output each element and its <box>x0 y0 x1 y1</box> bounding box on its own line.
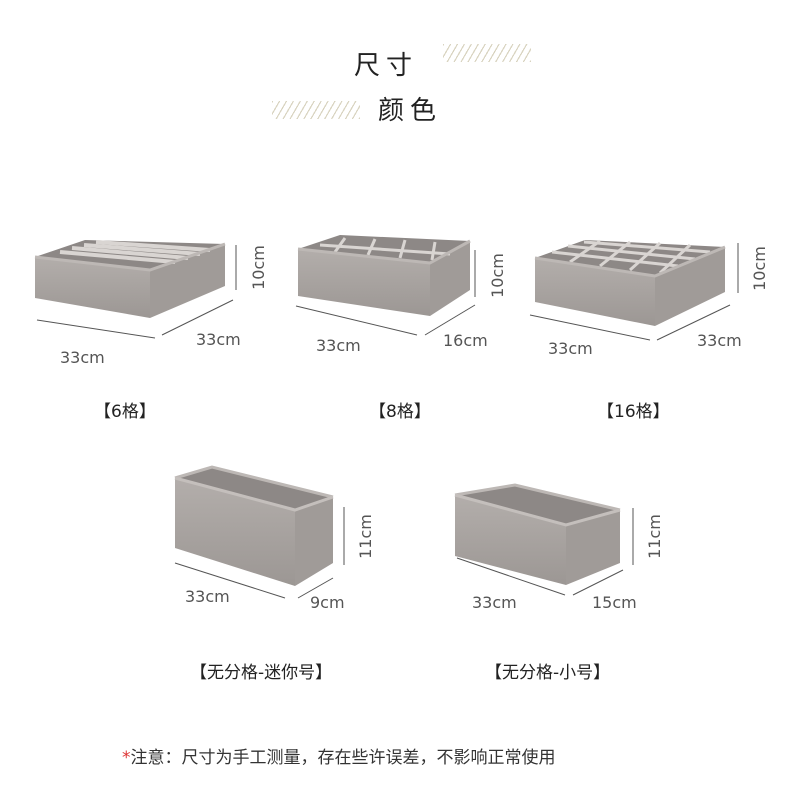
title-decoration-right <box>443 44 531 62</box>
title-color: 颜色 <box>378 96 443 126</box>
box-6-width: 33cm <box>196 330 241 349</box>
box-6-grid-image <box>34 240 226 318</box>
box-small-image <box>454 483 621 585</box>
note-asterisk: * <box>122 748 131 768</box>
note-text: 注意：尺寸为手工测量，存在些许误差，不影响正常使用 <box>130 748 556 768</box>
box-6-label: 【6格】 <box>94 402 156 422</box>
box-mini-height: 11cm <box>355 514 375 559</box>
box-16-length: 33cm <box>548 339 593 358</box>
box-mini-length: 33cm <box>185 587 230 606</box>
box-8-label: 【8格】 <box>369 402 431 422</box>
box-small-length: 33cm <box>472 593 517 612</box>
box-small-height: 11cm <box>644 514 664 559</box>
box-mini-image <box>174 465 334 586</box>
title-size: 尺寸 <box>354 51 419 81</box>
box-8-length: 33cm <box>316 336 361 355</box>
box-small-width: 15cm <box>592 593 637 612</box>
box-mini-label: 【无分格-迷你号】 <box>190 663 333 683</box>
box-8-width: 16cm <box>443 331 488 350</box>
box-8-grid-image <box>297 235 471 316</box>
box-8-height: 10cm <box>487 253 507 298</box>
box-16-grid-image <box>534 239 726 326</box>
box-16-width: 33cm <box>697 331 742 350</box>
box-6-length-line <box>36 319 156 339</box>
box-16-height: 10cm <box>749 246 769 291</box>
box-6-height: 10cm <box>248 245 268 290</box>
box-6-width-line <box>161 299 234 336</box>
box-16-label: 【16格】 <box>597 402 670 422</box>
title-decoration-left <box>272 101 360 119</box>
box-mini-width: 9cm <box>310 593 345 612</box>
box-6-length: 33cm <box>60 348 105 367</box>
box-small-label: 【无分格-小号】 <box>485 663 611 683</box>
measurement-note: *注意：尺寸为手工测量，存在些许误差，不影响正常使用 <box>122 743 556 768</box>
